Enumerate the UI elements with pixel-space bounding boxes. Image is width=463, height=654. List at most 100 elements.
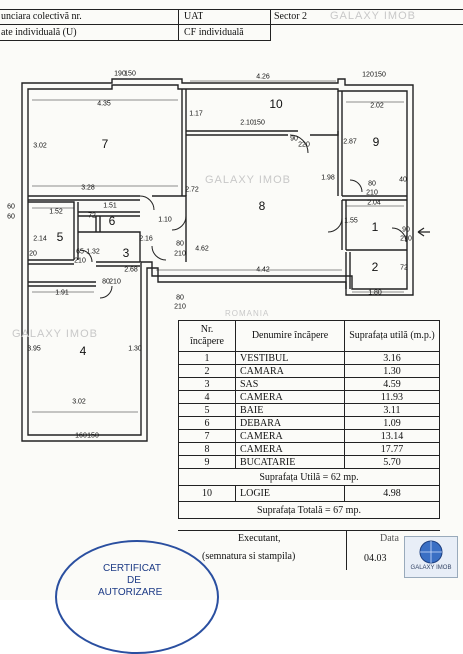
stamp-text: DE: [127, 575, 141, 586]
agency-logo: GALAXY IMOB: [404, 536, 458, 578]
dimension-label: 80: [176, 240, 184, 248]
watermark: ROMANIA: [225, 309, 270, 318]
watermark: GALAXY IMOB: [205, 174, 291, 186]
dimension-label: 90: [402, 226, 410, 234]
room-3-number: 3: [122, 246, 130, 260]
header-table: unciara colectivă nr. UAT Sector 2 ate i…: [0, 0, 463, 44]
dimension-label: 2.14: [33, 235, 47, 243]
header-unit-label: ate individuală (U): [1, 27, 77, 38]
row-nr: 5: [178, 403, 236, 417]
row-name: CAMARA: [235, 364, 345, 378]
row-nr: 8: [178, 442, 236, 456]
dimension-label: 60: [7, 203, 15, 211]
dimension-label: 4.26: [256, 73, 270, 81]
row-nr: 10: [178, 485, 236, 502]
row-area: 13.14: [344, 429, 440, 443]
dimension-label: 150: [253, 119, 265, 127]
dimension-label: 40: [399, 176, 407, 184]
dimension-label: 1.32: [86, 248, 100, 256]
stamp-text: CERTIFICAT: [103, 563, 161, 574]
header-rule: [0, 24, 463, 25]
dimension-label: 2.87: [343, 138, 357, 146]
total-area: Suprafața Totală = 67 mp.: [178, 501, 440, 519]
header-rule: [178, 9, 179, 41]
room-10-number: 10: [269, 97, 283, 111]
dimension-label: 210: [174, 303, 186, 311]
header-rule: [0, 9, 463, 10]
dimension-label: 4.62: [195, 245, 209, 253]
row-name: CAMERA: [235, 442, 345, 456]
dimension-label: 160: [75, 432, 87, 440]
row-area: 5.70: [344, 455, 440, 469]
dimension-label: 1.91: [55, 289, 69, 297]
dimension-label: 120: [362, 71, 374, 79]
dimension-label: 72: [400, 264, 408, 272]
dimension-label: 2.04: [367, 199, 381, 207]
dimension-label: 80: [368, 180, 376, 188]
table-rule: [178, 530, 440, 531]
header-condo-label: unciara colectivă nr.: [1, 11, 82, 22]
room-5-number: 5: [56, 230, 64, 244]
row-area: 17.77: [344, 442, 440, 456]
signature-label: (semnatura si stampila): [202, 551, 296, 562]
room-7-number: 7: [101, 137, 109, 151]
dimension-label: 1.80: [368, 289, 382, 297]
useful-area-total: Suprafața Utilă = 62 mp.: [178, 468, 440, 486]
room-9-number: 9: [372, 135, 380, 149]
dimension-label: 2.68: [124, 266, 138, 274]
header-cf-label: CF individuală: [184, 27, 244, 38]
dimension-label: 1.10: [158, 216, 172, 224]
room-areas-table: Nr. încăpere Denumire încăpere Suprafața…: [178, 320, 440, 519]
row-area: 4.98: [344, 485, 440, 502]
row-nr: 9: [178, 455, 236, 469]
header-rule: [270, 9, 271, 41]
row-area: 11.93: [344, 390, 440, 404]
row-nr: 1: [178, 351, 236, 365]
floor-plan-drawing: [21, 78, 430, 442]
dimension-label: 80: [102, 278, 110, 286]
dimension-label: 1.98: [321, 174, 335, 182]
dimension-label: 1.17: [189, 110, 203, 118]
dimension-label: 210: [366, 189, 378, 197]
dimension-label: 60: [7, 213, 15, 221]
row-name: SAS: [235, 377, 345, 391]
row-name: CAMERA: [235, 390, 345, 404]
watermark: GALAXY IMOB: [330, 10, 416, 22]
row-area: 3.16: [344, 351, 440, 365]
floor-plan: GALAXY IMOB GALAXY IMOB ROMANIA 1 2 3 4 …: [0, 44, 463, 454]
date-label: Data: [380, 533, 399, 544]
dimension-label: 3.02: [33, 142, 47, 150]
room-6-number: 6: [108, 214, 116, 228]
row-area: 1.30: [344, 364, 440, 378]
room-8-number: 8: [258, 199, 266, 213]
room-2-number: 2: [371, 260, 379, 274]
row-area: 3.11: [344, 403, 440, 417]
dimension-label: 4.35: [97, 100, 111, 108]
row-nr: 3: [178, 377, 236, 391]
dimension-label: 1.55: [344, 217, 358, 225]
dimension-label: 3.28: [81, 184, 95, 192]
dimension-label: 210: [174, 250, 186, 258]
dimension-label: 150: [87, 432, 99, 440]
dimension-label: 65: [76, 248, 84, 256]
dimension-label: 2.02: [370, 102, 384, 110]
row-area: 4.59: [344, 377, 440, 391]
dimension-label: 72: [88, 212, 96, 220]
dimension-label: 150: [124, 70, 136, 78]
executant-label: Executant,: [238, 533, 281, 544]
dimension-label: 4.42: [256, 266, 270, 274]
column-header-nr: Nr. încăpere: [178, 320, 236, 352]
dimension-label: 2.16: [139, 235, 153, 243]
header-uat-label: UAT: [184, 11, 204, 22]
dimension-label: 150: [374, 71, 386, 79]
